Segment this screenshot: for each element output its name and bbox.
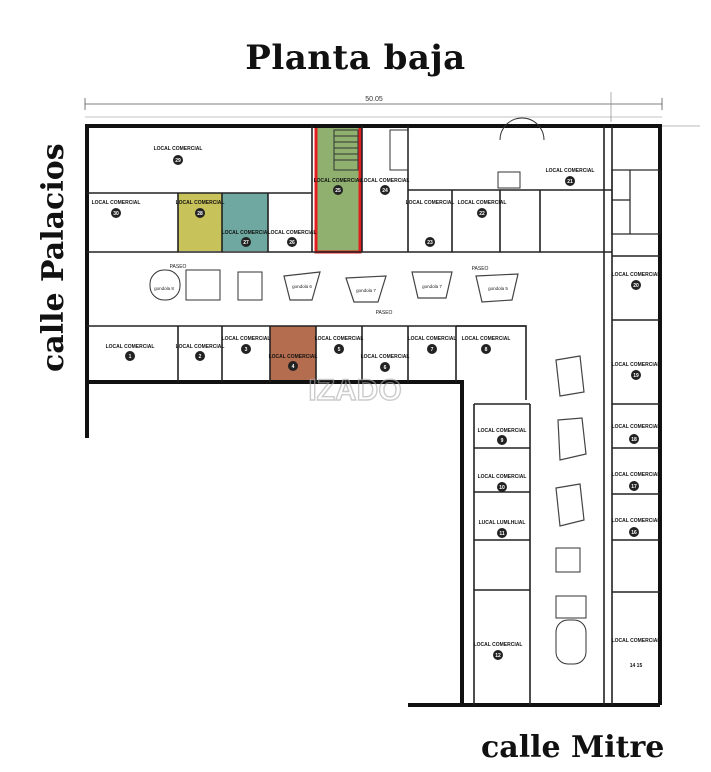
- unit-label: LUCAL LUMLHLIAL: [479, 520, 526, 526]
- unit-number: 28: [197, 211, 203, 217]
- unit-number: 4: [292, 364, 295, 370]
- unit-label: LOCAL COMERCIAL: [458, 200, 507, 206]
- unit-number: 22: [479, 211, 485, 217]
- stairs-and-fixtures: [149, 117, 587, 665]
- corridor-label-right: PASEO: [472, 266, 489, 272]
- unit-label: LOCAL COMERCIAL: [176, 344, 225, 350]
- service-rooms: [611, 169, 661, 235]
- unit-label: LOCAL COMERCIAL: [106, 344, 155, 350]
- unit-label: LOCAL COMERCIAL: [176, 200, 225, 206]
- unit-label: LOCAL COMERCIAL: [478, 474, 527, 480]
- right-wing-walls: [473, 255, 660, 705]
- unit-number: 20: [633, 283, 639, 289]
- unit-label: LOCAL COMERCIAL: [408, 336, 457, 342]
- unit-label: LOCAL COMERCIAL: [474, 642, 523, 648]
- gondola-label: gondola 7: [356, 288, 376, 293]
- unit-label: LOCAL COMERCIAL: [92, 200, 141, 206]
- unit-label: LOCAL COMERCIAL: [361, 178, 410, 184]
- unit-number: 9: [501, 438, 504, 444]
- gondola-label: gondola 7: [422, 284, 442, 289]
- unit-label: LOCAL COMERCIAL: [612, 638, 661, 644]
- unit-label: LOCAL COMERCIAL: [612, 518, 661, 524]
- watermark: IZADO: [308, 374, 401, 407]
- unit-label: LOCAL COMERCIAL: [268, 230, 317, 236]
- gondola-label: gondola 6: [292, 284, 312, 289]
- dimension-label: 50.05: [365, 96, 383, 103]
- corridor-label-lower: PASEO: [376, 310, 393, 316]
- unit-number: 8: [485, 347, 488, 353]
- unit-number: 16: [631, 530, 637, 536]
- unit-number: 17: [631, 484, 637, 490]
- unit-28-highlight: [178, 193, 222, 251]
- unit-number: 21: [567, 179, 573, 185]
- unit-number: 11: [499, 531, 505, 537]
- unit-number: 7: [431, 347, 434, 353]
- unit-label: LOCAL COMERCIAL: [462, 336, 511, 342]
- left-wing-bottom-walls: [87, 325, 527, 400]
- unit-label: LOCAL COMERCIAL: [314, 178, 363, 184]
- unit-number: 27: [243, 240, 249, 246]
- unit-number: 10: [499, 485, 505, 491]
- unit-number: 19: [633, 373, 639, 379]
- corridor-label: PASEO: [170, 264, 187, 270]
- unit-number: 24: [382, 188, 388, 194]
- unit-number: 18: [631, 437, 637, 443]
- unit-number-badges: 29 30 28 27 26 25 24 23 22 21 20 19 18 1…: [111, 155, 641, 660]
- unit-label: LOCAL COMERCIAL: [406, 200, 455, 206]
- gondola-label: gondola 8: [154, 286, 174, 291]
- unit-label: LOCAL COMERCIAL: [546, 168, 595, 174]
- page-title: Planta baja: [245, 38, 466, 78]
- unit-number: 6: [384, 365, 387, 371]
- unit-number: 26: [289, 240, 295, 246]
- unit-label: LOCAL COMERCIAL: [478, 428, 527, 434]
- unit-4-highlight: [270, 326, 316, 382]
- unit-label: LOCAL COMERCIAL: [222, 336, 271, 342]
- unit-label: LOCAL COMERCIAL: [269, 354, 318, 360]
- outer-walls: [85, 124, 662, 707]
- unit-label: LOCAL COMERCIAL: [612, 424, 661, 430]
- unit-label: LOCAL COMERCIAL: [612, 362, 661, 368]
- unit-number: 1: [129, 354, 132, 360]
- unit-label: LOCAL COMERCIAL: [612, 272, 661, 278]
- unit-number: 30: [113, 211, 119, 217]
- street-label-bottom: calle Mitre: [481, 730, 665, 765]
- unit-label: LOCAL COMERCIAL: [315, 336, 364, 342]
- unit-label: LOCAL COMERCIAL: [612, 472, 661, 478]
- unit-label: LOCAL COMERCIAL: [222, 230, 271, 236]
- top-row-walls: [87, 126, 613, 705]
- unit-label: LOCAL COMERCIAL: [361, 354, 410, 360]
- unit-number: 12: [495, 653, 501, 659]
- unit-number: 5: [338, 347, 341, 353]
- gondolas: [283, 271, 587, 527]
- unit-number: 14 15: [630, 663, 643, 669]
- unit-labels: LOCAL COMERCIAL LOCAL COMERCIAL LOCAL CO…: [92, 146, 661, 648]
- unit-label: LOCAL COMERCIAL: [154, 146, 203, 152]
- unit-number: 23: [427, 240, 433, 246]
- unit-number: 25: [335, 188, 341, 194]
- unit-number: 29: [175, 158, 181, 164]
- gondola-label: gondola 5: [488, 286, 508, 291]
- unit-number: 3: [245, 347, 248, 353]
- unit-number: 2: [199, 354, 202, 360]
